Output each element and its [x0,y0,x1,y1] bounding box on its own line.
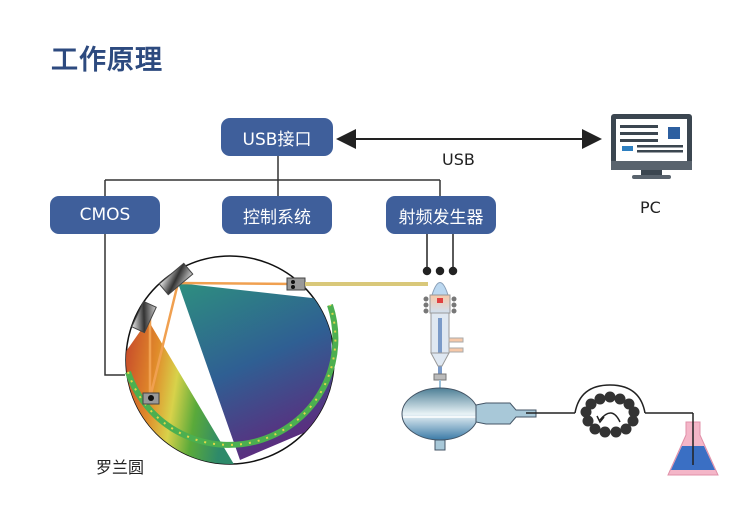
rf-leads [422,234,458,276]
grating-mirror-top [158,262,194,296]
peristaltic-pump [574,384,693,438]
grating-mirror-left [131,300,157,334]
cmos-box: CMOS [50,196,160,234]
sample-flask [667,413,719,476]
spray-chamber [401,387,575,451]
pc-label: PC [640,198,661,217]
tree-connectors [104,156,441,376]
cmos-label: CMOS [79,205,131,225]
dispersed-spectrum-blue [178,283,334,460]
rowland-circle-label: 罗兰圆 [96,458,145,477]
usb-interface-box: USB接口 [221,118,333,156]
rowland-circle [125,255,339,465]
rf-generator-box: 射频发生器 [386,196,496,234]
icp-torch [423,282,464,392]
pc-icon [611,114,692,179]
rotation-arrow-icon [599,412,621,423]
entrance-slit [286,277,306,291]
control-system-label: 控制系统 [243,207,311,228]
detector-array [125,304,339,448]
rf-generator-label: 射频发生器 [398,207,484,228]
usb-interface-label: USB接口 [242,129,312,150]
control-system-box: 控制系统 [222,196,332,234]
page-title: 工作原理 [51,45,163,76]
optical-path [148,281,297,399]
usb-link-label: USB [442,150,475,169]
